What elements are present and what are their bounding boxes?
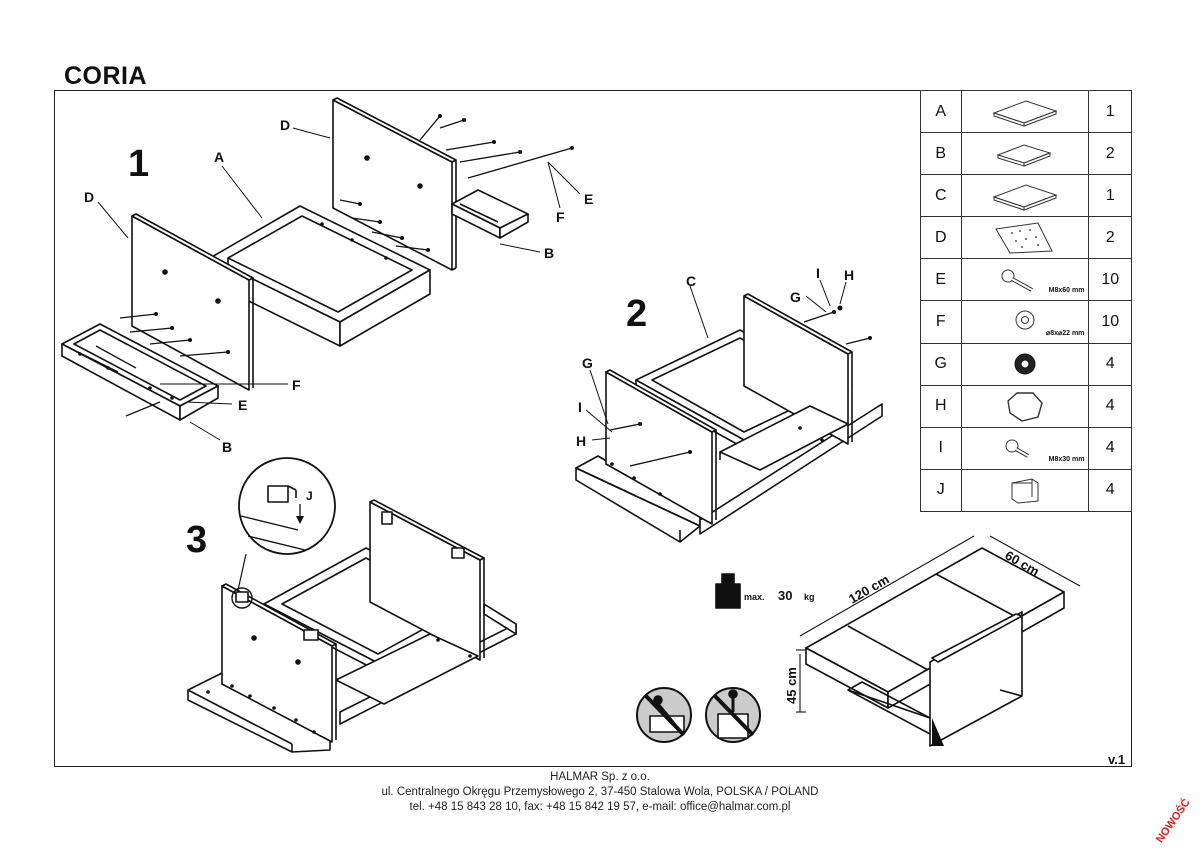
spring-washer-icon <box>960 342 1090 386</box>
dimension-height: 45 cm <box>784 667 799 704</box>
part-spec: M8x60 mm <box>1048 287 1085 295</box>
label-j: J <box>306 489 313 503</box>
label-g-left: G <box>582 355 593 371</box>
no-standing-icon <box>636 687 692 743</box>
step-1-drawing: 1 A D D B B F E F E <box>61 97 593 455</box>
footer-address: ul. Centralnego Okręgu Przemysłowego 2, … <box>381 786 819 798</box>
part-qty: 4 <box>1088 468 1132 512</box>
bolt-icon: M8x60 mm <box>960 258 1090 302</box>
bracket-icon <box>960 468 1090 512</box>
washer-icon: ⌀8x⌀22 mm <box>960 300 1090 344</box>
label-e-bottom: E <box>238 397 247 413</box>
label-d-right: D <box>280 117 290 133</box>
board-small-icon <box>960 132 1090 176</box>
part-letter: C <box>920 174 962 218</box>
document-title: CORIA <box>64 62 148 90</box>
step-3-number: 3 <box>186 519 207 561</box>
label-h-left: H <box>576 433 586 449</box>
parts-row: E M8x60 mm 10 <box>920 258 1132 302</box>
max-load-prefix: max. <box>744 592 765 602</box>
label-i-right: I <box>816 265 820 281</box>
part-qty: 4 <box>1088 426 1132 470</box>
part-letter: D <box>920 216 962 260</box>
board-icon <box>960 89 1090 134</box>
label-c: C <box>686 273 696 289</box>
part-qty: 10 <box>1088 258 1132 302</box>
part-letter: A <box>920 89 962 134</box>
finished-table-drawing: 120 cm 60 cm 45 cm <box>784 535 1081 747</box>
parts-row: B 2 <box>920 132 1132 176</box>
part-spec: ⌀8x⌀22 mm <box>1046 329 1085 337</box>
footer-contact: tel. +48 15 843 28 10, fax: +48 15 842 1… <box>409 801 791 813</box>
parts-row: G 4 <box>920 342 1132 386</box>
step-1-number: 1 <box>128 143 149 185</box>
no-climbing-icon <box>705 687 761 743</box>
max-load-unit: kg <box>804 592 815 602</box>
footer: HALMAR Sp. z o.o. ul. Centralnego Okręgu… <box>0 770 1200 815</box>
parts-row: H 4 <box>920 384 1132 428</box>
label-g-right: G <box>790 289 801 305</box>
footer-company: HALMAR Sp. z o.o. <box>550 771 650 783</box>
label-f-top: F <box>556 209 565 225</box>
label-a: A <box>214 149 224 165</box>
label-d-left: D <box>84 189 94 205</box>
step-2-number: 2 <box>626 293 647 335</box>
document-version: v.1 <box>1108 752 1126 767</box>
parts-row: I M8x30 mm 4 <box>920 426 1132 470</box>
label-h-right: H <box>844 267 854 283</box>
part-qty: 4 <box>1088 384 1132 428</box>
label-e-top: E <box>584 191 593 207</box>
part-letter: H <box>920 384 962 428</box>
part-qty: 10 <box>1088 300 1132 344</box>
label-b-right: B <box>544 245 554 261</box>
part-letter: E <box>920 258 962 302</box>
label-i-left: I <box>578 399 582 415</box>
part-letter: J <box>920 468 962 512</box>
part-spec: M8x30 mm <box>1048 455 1085 463</box>
part-letter: I <box>920 426 962 470</box>
max-load-indicator: max. 30 kg <box>715 573 815 609</box>
step-3-drawing: 3 J <box>186 457 517 753</box>
part-letter: F <box>920 300 962 344</box>
part-letter: G <box>920 342 962 386</box>
parts-list-table: A 1 B 2 C 1 D 2 E M8x60 mm 10 F <box>920 89 1132 512</box>
part-qty: 2 <box>1088 132 1132 176</box>
parts-row: C 1 <box>920 174 1132 218</box>
parts-row: D 2 <box>920 216 1132 260</box>
part-qty: 1 <box>1088 89 1132 134</box>
short-bolt-icon: M8x30 mm <box>960 426 1090 470</box>
max-load-value: 30 <box>778 588 792 603</box>
dimension-length: 120 cm <box>846 572 892 607</box>
label-f-bottom: F <box>292 377 301 393</box>
part-qty: 1 <box>1088 174 1132 218</box>
label-b-left: B <box>222 439 232 455</box>
side-panel-icon <box>960 216 1090 260</box>
parts-row: A 1 <box>920 89 1132 134</box>
part-qty: 2 <box>1088 216 1132 260</box>
part-letter: B <box>920 132 962 176</box>
parts-row: F ⌀8x⌀22 mm 10 <box>920 300 1132 344</box>
parts-row: J 4 <box>920 468 1132 512</box>
nut-icon <box>960 384 1090 428</box>
step-2-drawing: 2 C G I H G I H <box>575 265 883 543</box>
part-qty: 4 <box>1088 342 1132 386</box>
board-icon <box>960 174 1090 218</box>
